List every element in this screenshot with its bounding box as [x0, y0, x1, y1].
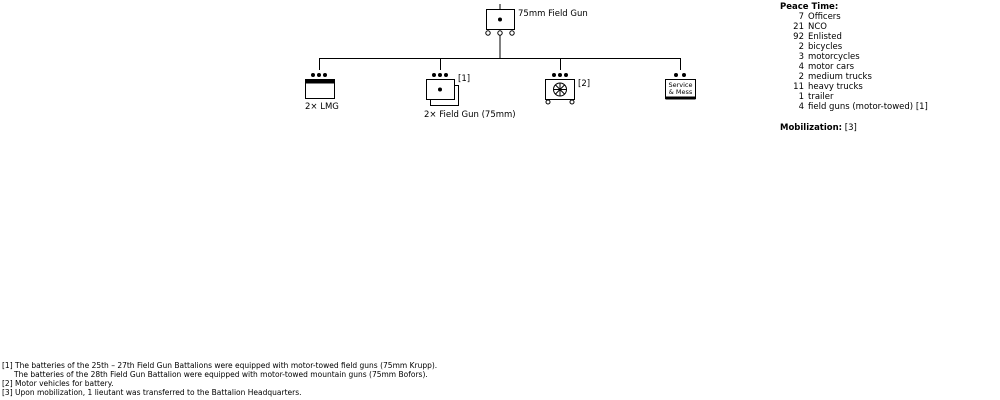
peace-row: 92 Enlisted — [780, 32, 995, 42]
peace-row-item: Officers — [808, 12, 841, 22]
peace-row-item: trailer — [808, 92, 834, 102]
peace-row: 4 field guns (motor-towed) [1] — [780, 102, 995, 112]
peace-row-count: 4 — [798, 102, 804, 112]
mobilization-value: [3] — [844, 123, 857, 133]
service-box-line2: & Mess — [669, 88, 693, 96]
peace-row-item: Enlisted — [808, 32, 842, 42]
connector-lines — [319, 35, 681, 70]
peace-row: 21 NCO — [780, 22, 995, 32]
mobilization-line: Mobilization: [3] — [780, 123, 995, 133]
mobilization-title: Mobilization: — [780, 123, 843, 133]
peace-row: 3 motorcycles — [780, 52, 995, 62]
peace-row-count: 2 — [798, 72, 804, 82]
wheel-icon — [553, 82, 567, 97]
peace-row-count: 3 — [798, 52, 804, 62]
peace-row-count: 21 — [793, 22, 804, 32]
peace-row: 7 Officers — [780, 12, 995, 22]
peace-row: 2 medium trucks — [780, 72, 995, 82]
field-gun-unit-symbol — [426, 73, 459, 106]
peace-row-item: motorcycles — [808, 52, 860, 62]
peace-row-count: 11 — [793, 82, 804, 92]
peace-row: 11 heavy trucks — [780, 82, 995, 92]
service-box-line1: Service — [668, 81, 692, 89]
footnote-1: [1] The batteries of the 25th – 27th Fie… — [2, 361, 438, 370]
peace-row-count: 2 — [798, 42, 804, 52]
footnote-1-continued: The batteries of the 28th Field Gun Batt… — [14, 370, 428, 379]
peace-row-item: motor cars — [808, 62, 855, 72]
motor-unit-note: [2] — [578, 79, 590, 89]
peace-row-item: bicycles — [808, 42, 843, 52]
field-gun-unit-note: [1] — [458, 74, 470, 84]
peace-time-title: Peace Time: — [780, 2, 839, 12]
peace-row-count: 1 — [798, 92, 804, 102]
footnote-3: [3] Upon mobilization, 1 lieutant was tr… — [2, 388, 302, 397]
service-unit-symbol — [665, 73, 696, 100]
peace-row: 4 motor cars — [780, 62, 995, 72]
peace-row-count: 7 — [798, 12, 804, 22]
peace-row-count: 92 — [793, 32, 804, 42]
lmg-unit-label: 2× LMG — [305, 102, 339, 112]
peace-row-item: field guns (motor-towed) [1] — [808, 102, 928, 112]
peace-row-item: NCO — [808, 22, 827, 32]
motor-unit-symbol — [545, 73, 575, 105]
peace-row-count: 4 — [798, 62, 804, 72]
peace-row: 1 trailer — [780, 92, 995, 102]
footnote-2: [2] Motor vehicles for battery. — [2, 379, 114, 388]
lmg-unit-symbol — [305, 73, 335, 99]
field-gun-unit-label: 2× Field Gun (75mm) — [424, 110, 516, 120]
peace-row: 2 bicycles — [780, 42, 995, 52]
hq-unit-symbol — [485, 4, 515, 36]
peace-row-item: heavy trucks — [808, 82, 863, 92]
footnotes: [1] The batteries of the 25th – 27th Fie… — [2, 361, 992, 397]
hq-label: 75mm Field Gun — [518, 9, 588, 19]
peace-row-item: medium trucks — [808, 72, 872, 82]
